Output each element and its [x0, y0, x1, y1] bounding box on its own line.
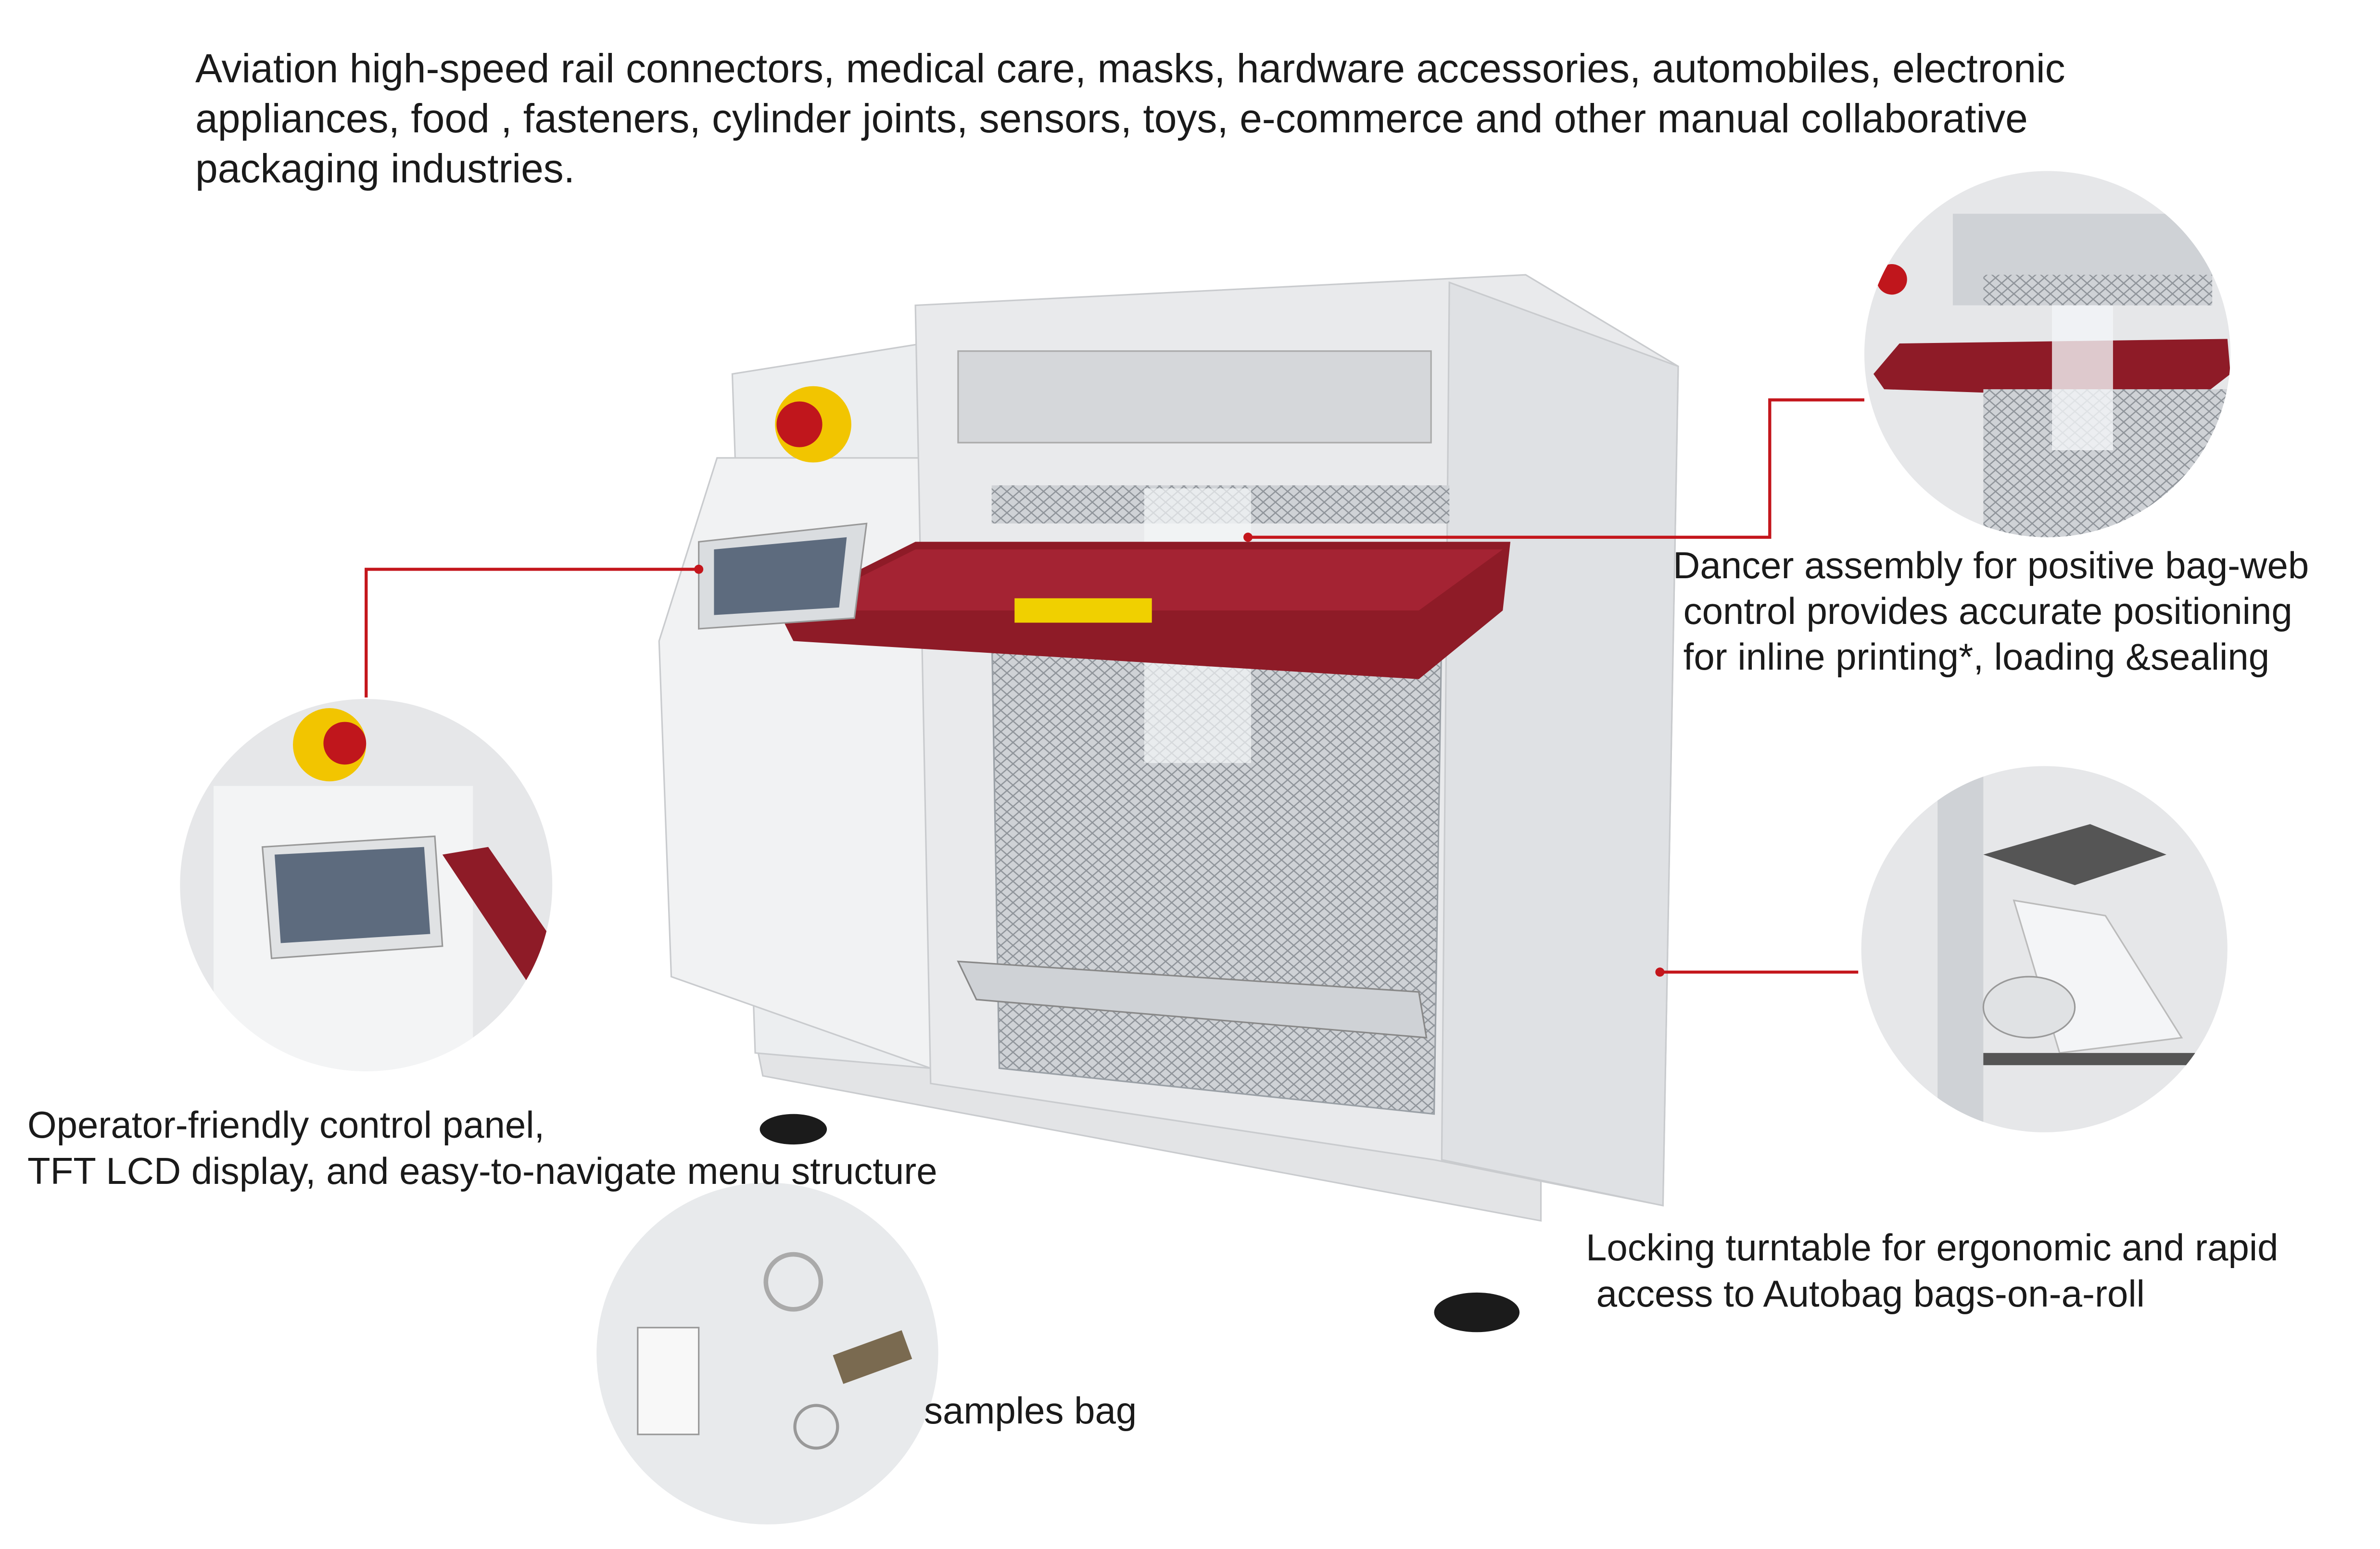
- detail-samples-circle: [596, 1182, 938, 1524]
- warning-label: [1014, 598, 1152, 623]
- callout-line: Locking turntable for ergonomic and rapi…: [1586, 1226, 2279, 1269]
- intro-line: packaging industries.: [195, 146, 575, 191]
- emergency-stop-button: [776, 401, 823, 447]
- callout-line: TFT LCD display, and easy-to-navigate me…: [27, 1150, 937, 1192]
- dancer-callout: Dancer assembly for positive bag-web con…: [1673, 543, 2309, 680]
- intro-text: Aviation high-speed rail connectors, med…: [195, 43, 2065, 193]
- callout-line: Dancer assembly for positive bag-web: [1673, 544, 2309, 586]
- detail-control-panel-circle: [180, 698, 553, 1071]
- leader-lines: [365, 398, 1864, 974]
- detail-turntable-circle: [1861, 766, 2228, 1132]
- control-panel-callout: Operator-friendly control panel, TFT LCD…: [27, 1102, 937, 1194]
- bagging-machine: [658, 274, 1679, 1333]
- turntable-callout: Locking turntable for ergonomic and rapi…: [1586, 1224, 2279, 1317]
- callout-line: access to Autobag bags-on-a-roll: [1586, 1272, 2145, 1315]
- callout-line: for inline printing*, loading &sealing: [1673, 635, 2270, 678]
- machine-foot: [1434, 1292, 1520, 1333]
- detail-dancer-circle: [1864, 171, 2231, 537]
- leader-line-control-panel: [365, 568, 699, 698]
- samples-callout: samples bag: [924, 1389, 1137, 1432]
- touch-screen: [714, 537, 847, 615]
- machine-foot: [760, 1114, 827, 1145]
- intro-line: Aviation high-speed rail connectors, med…: [195, 46, 2065, 91]
- leader-line-dancer: [1248, 398, 1864, 539]
- callout-line: control provides accurate positioning: [1673, 590, 2292, 632]
- callout-line: Operator-friendly control panel,: [27, 1104, 545, 1146]
- intro-line: appliances, food , fasteners, cylinder j…: [195, 96, 2028, 141]
